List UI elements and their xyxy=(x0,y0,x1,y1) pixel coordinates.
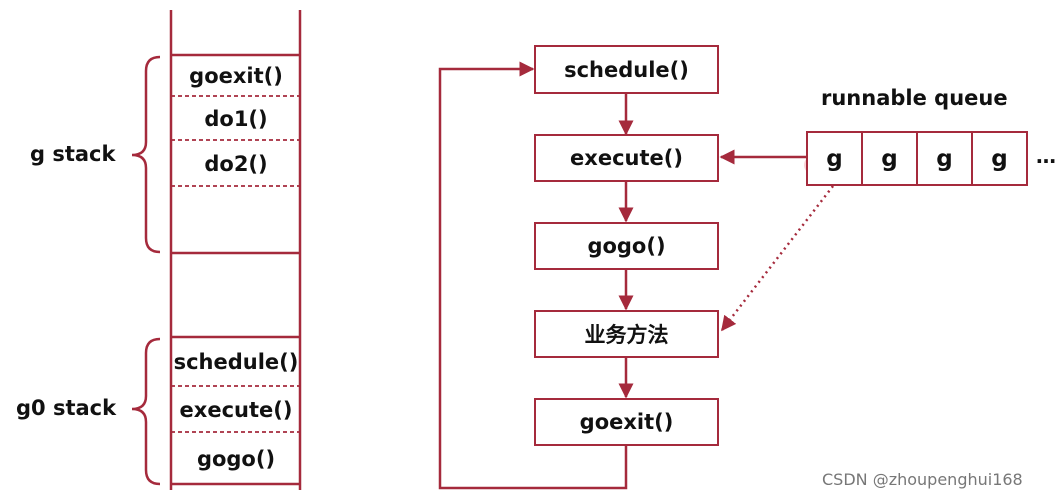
g0-stack-frame: gogo() xyxy=(196,447,276,471)
g-stack-frame: goexit() xyxy=(189,64,283,88)
queue-item-g: g xyxy=(971,131,1028,186)
flow-box-schedule: schedule() xyxy=(534,45,719,94)
loop-back-arrow xyxy=(438,61,628,490)
queue-item-g: g xyxy=(861,131,918,186)
flow-box-execute: execute() xyxy=(534,134,719,182)
g-stack-label: g stack xyxy=(30,142,116,166)
queue-ellipsis: … xyxy=(1036,144,1056,168)
flow-box-business-method: 业务方法 xyxy=(534,310,719,358)
g0-stack-label: g0 stack xyxy=(16,396,117,420)
g-stack-frame: do1() xyxy=(204,107,268,131)
flow-box-goexit: goexit() xyxy=(534,398,719,446)
runnable-queue-title: runnable queue xyxy=(821,86,1008,110)
watermark: CSDN @zhoupenghui168 xyxy=(822,470,1023,489)
g-stack-frame: do2() xyxy=(204,152,268,176)
g0-stack-frame: execute() xyxy=(179,398,293,422)
queue-item-g: g xyxy=(916,131,973,186)
g-stack-brace xyxy=(131,55,161,254)
g0-stack-brace xyxy=(131,337,161,486)
queue-item-g: g xyxy=(806,131,863,186)
flow-box-gogo: gogo() xyxy=(534,222,719,270)
g0-stack-frame: schedule() xyxy=(173,350,299,374)
g-to-business-dotted-arrow xyxy=(721,185,834,332)
